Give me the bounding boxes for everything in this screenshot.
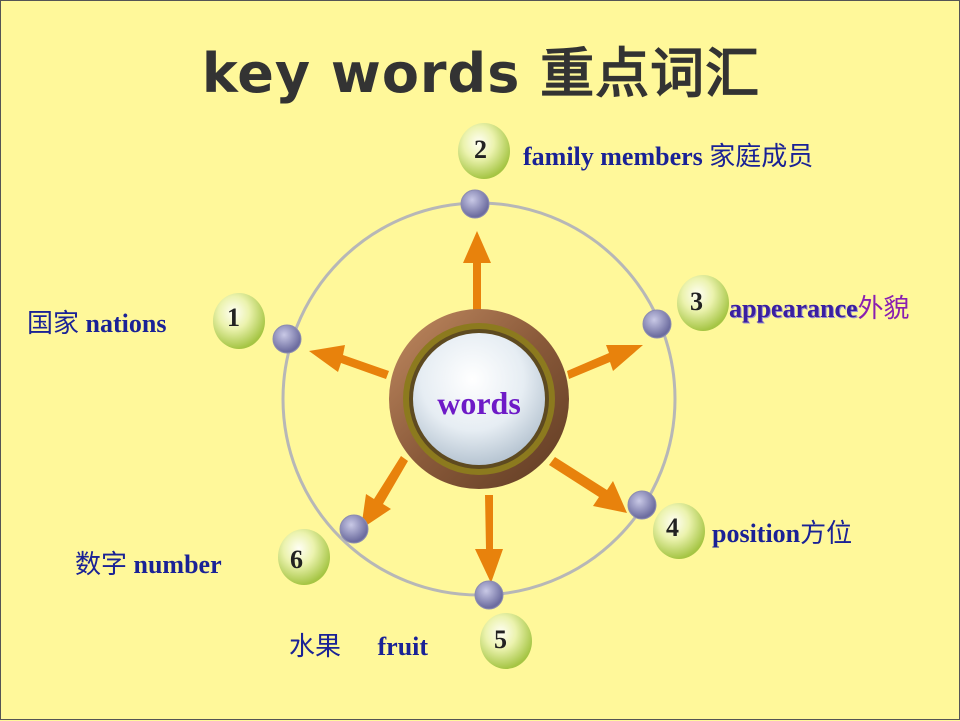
label-position-zh: 方位 bbox=[800, 519, 853, 549]
label-family-zh: 家庭成员 bbox=[709, 142, 814, 172]
bubble-4 bbox=[653, 503, 705, 559]
dot-number bbox=[339, 514, 369, 544]
label-position: position方位 bbox=[712, 513, 852, 550]
label-appearance-zh: 外貌 bbox=[857, 294, 910, 324]
node-number-1: 1 bbox=[227, 303, 240, 332]
node-number-3: 3 bbox=[690, 287, 703, 316]
bubble-6 bbox=[278, 529, 330, 585]
dot-nations bbox=[272, 324, 302, 354]
label-fruit-en: fruit bbox=[377, 632, 429, 661]
dot-fruit bbox=[474, 580, 504, 610]
label-number-en: number bbox=[133, 550, 222, 579]
bubble-1 bbox=[213, 293, 265, 349]
arrow-number bbox=[361, 456, 408, 529]
label-nations-en: nations bbox=[85, 309, 167, 338]
arrow-nations bbox=[309, 345, 389, 379]
label-fruit: 水果 fruit bbox=[289, 626, 428, 663]
number-bubbles bbox=[213, 123, 729, 669]
label-nations-zh: 国家 bbox=[27, 309, 80, 339]
label-number: 数字 number bbox=[75, 544, 222, 581]
orbit-dots bbox=[272, 189, 672, 610]
bubble-3 bbox=[677, 275, 729, 331]
label-position-en: position bbox=[712, 519, 801, 548]
label-nations: 国家 nations bbox=[27, 303, 166, 340]
arrow-position bbox=[549, 457, 627, 513]
label-family-en: family members bbox=[523, 142, 703, 171]
bubble-2 bbox=[458, 123, 510, 179]
dot-family bbox=[460, 189, 490, 219]
node-number-6: 6 bbox=[290, 545, 303, 574]
center-button bbox=[413, 333, 545, 465]
label-appearance-en: appearance bbox=[729, 294, 858, 323]
node-number-4: 4 bbox=[666, 513, 679, 542]
node-number-2: 2 bbox=[474, 135, 487, 164]
center-label: words bbox=[437, 385, 521, 421]
bubble-5 bbox=[480, 613, 532, 669]
arrow-appearance bbox=[567, 345, 643, 379]
dot-appearance bbox=[642, 309, 672, 339]
arrow-fruit bbox=[475, 495, 503, 583]
label-family-members: family members 家庭成员 bbox=[523, 136, 813, 173]
dot-position bbox=[627, 490, 657, 520]
label-number-zh: 数字 bbox=[75, 550, 128, 580]
arrow-family bbox=[463, 231, 491, 313]
label-appearance: appearance外貌 bbox=[729, 288, 910, 325]
node-number-5: 5 bbox=[494, 625, 507, 654]
label-fruit-zh: 水果 bbox=[289, 632, 342, 662]
page-title: key words 重点词汇 bbox=[201, 42, 761, 105]
arrows bbox=[309, 231, 643, 583]
